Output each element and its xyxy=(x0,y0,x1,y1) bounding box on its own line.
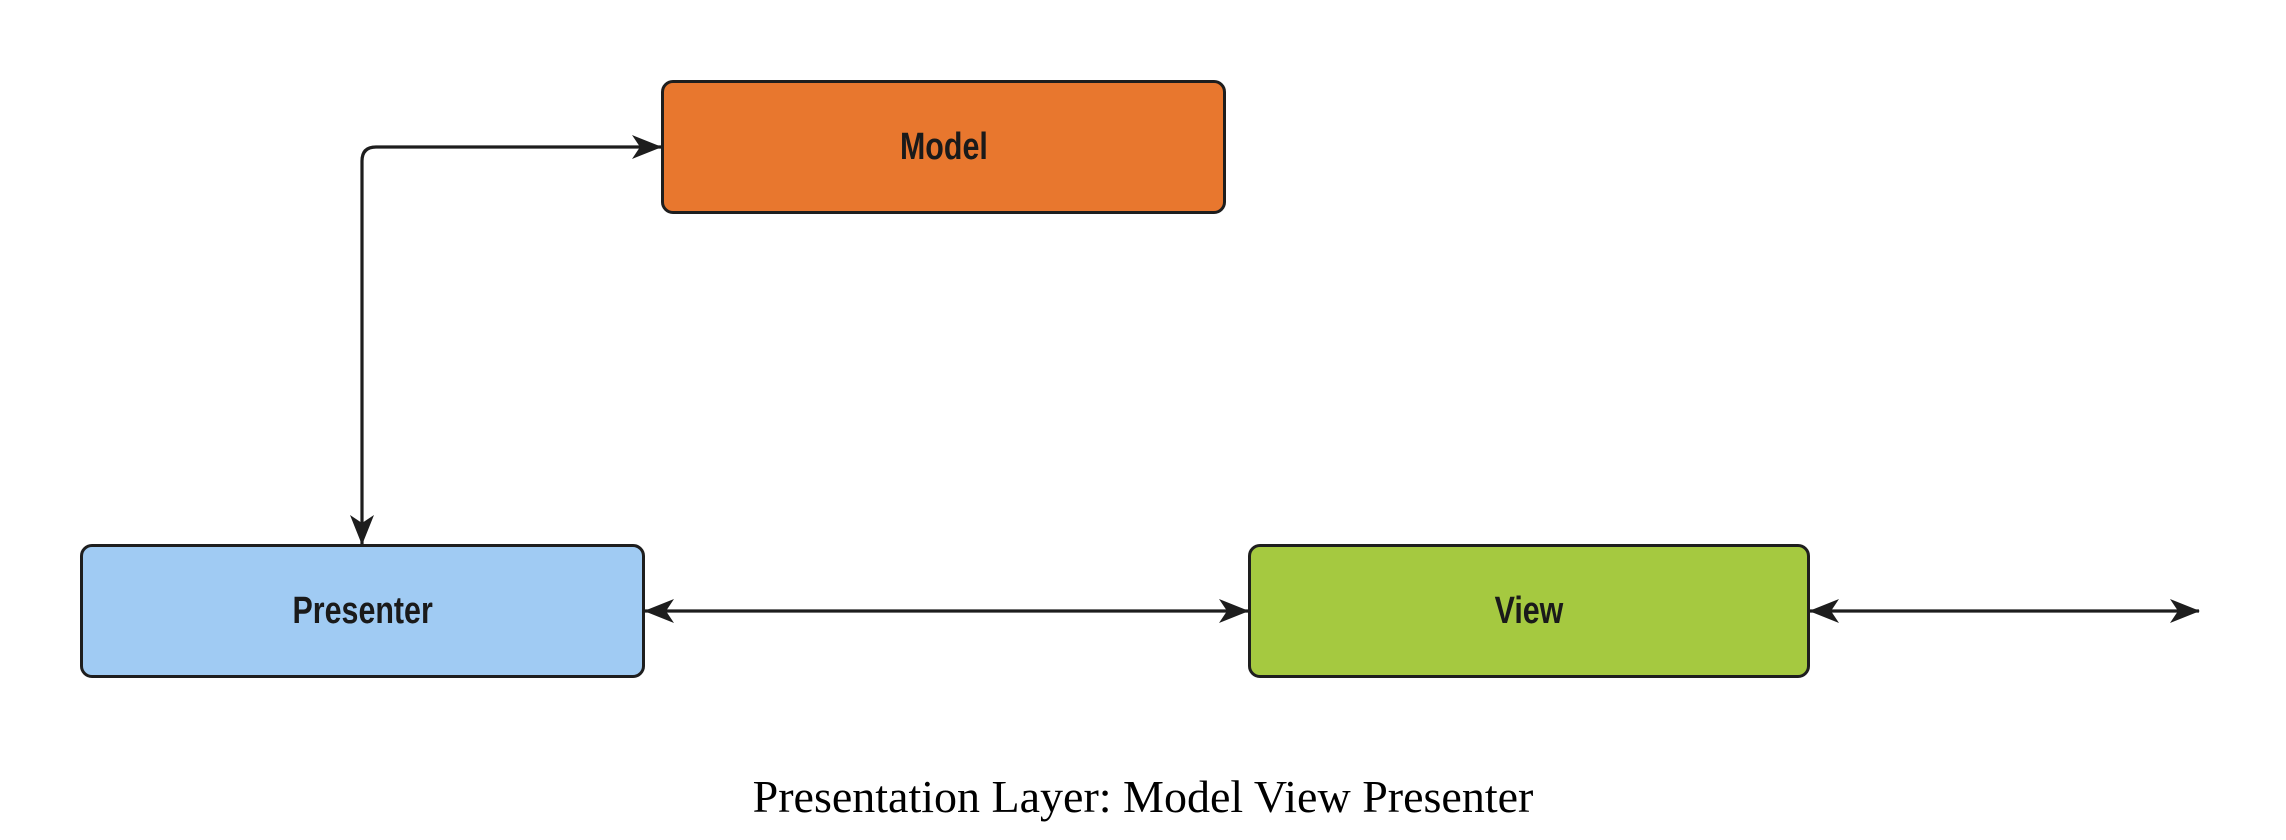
node-model-label: Model xyxy=(899,125,988,168)
node-presenter: Presenter xyxy=(80,544,645,678)
edge-presenter-model xyxy=(350,135,662,545)
node-view-label: View xyxy=(1494,589,1564,632)
node-presenter-label: Presenter xyxy=(292,589,433,632)
node-model: Model xyxy=(661,80,1226,214)
diagram-caption: Presentation Layer: Model View Presenter xyxy=(752,771,1534,822)
node-view: View xyxy=(1248,544,1810,678)
